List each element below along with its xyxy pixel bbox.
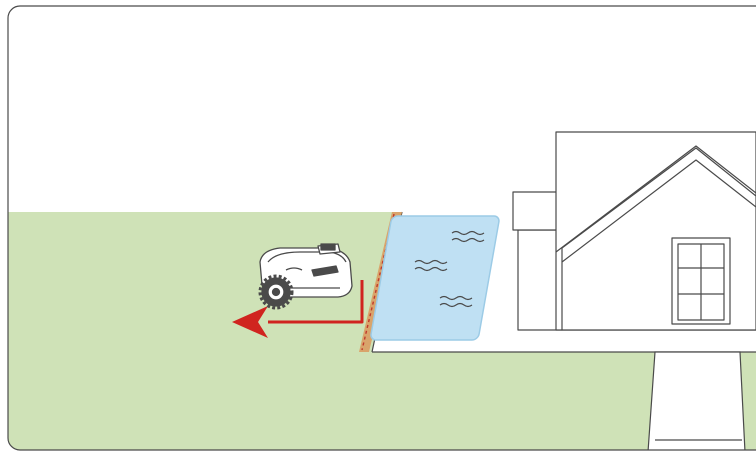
pond: [370, 216, 500, 340]
house-window: [672, 238, 730, 324]
house-side-roof: [513, 192, 558, 230]
mower-display: [321, 244, 335, 250]
walkway: [648, 352, 745, 452]
